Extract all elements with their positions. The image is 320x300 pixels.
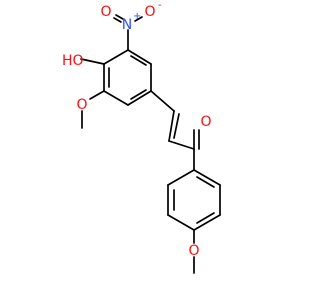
atom-labels: HO N + O O - O O O: [62, 0, 212, 259]
bond-ring1-inner-b: [130, 89, 147, 100]
carbonyl-oxygen-label: O: [200, 114, 211, 130]
bond-chain-1: [150, 90, 175, 112]
bond-chain-2: [168, 110, 175, 142]
bond-hydroxyl: [80, 58, 105, 65]
chemical-structure-diagram: HO N + O O - O O O: [62, 0, 221, 274]
nitro-oxygen-right-label: O: [144, 4, 155, 20]
bond-ring2-6: [167, 169, 195, 186]
bond-ring2-1: [193, 169, 221, 186]
bond-ring1-6: [103, 49, 129, 65]
bond-ring1-inner-a: [130, 55, 147, 66]
bond-ring2-inner-b: [196, 212, 215, 224]
bond-ring1-3: [127, 90, 152, 106]
bond-ring2-inner-a: [196, 176, 215, 188]
bond-ring1-1: [127, 49, 152, 65]
nitro-minus-label: -: [158, 0, 162, 11]
bond-n-o-right: [134, 16, 143, 22]
bond-n-o-left: [113, 17, 122, 23]
bond-ring2-3: [193, 214, 221, 231]
nitro-nitrogen-label: N: [122, 17, 132, 33]
bond-chain-2-double: [173, 113, 180, 139]
bond-ring1-4: [103, 90, 129, 106]
bond-methoxy-top-o: [89, 90, 105, 100]
bond-n-o-left-double: [115, 14, 124, 20]
nitro-oxygen-left-label: O: [100, 4, 111, 20]
top-methoxy-oxygen-label: O: [76, 97, 87, 113]
bond-ring2-4: [167, 214, 195, 231]
nitro-plus-label: +: [133, 11, 141, 22]
bottom-methoxy-oxygen-label: O: [188, 243, 199, 259]
hydroxyl-label: HO: [62, 53, 84, 69]
bond-chain-3: [168, 140, 195, 150]
bond-group: [80, 14, 221, 274]
